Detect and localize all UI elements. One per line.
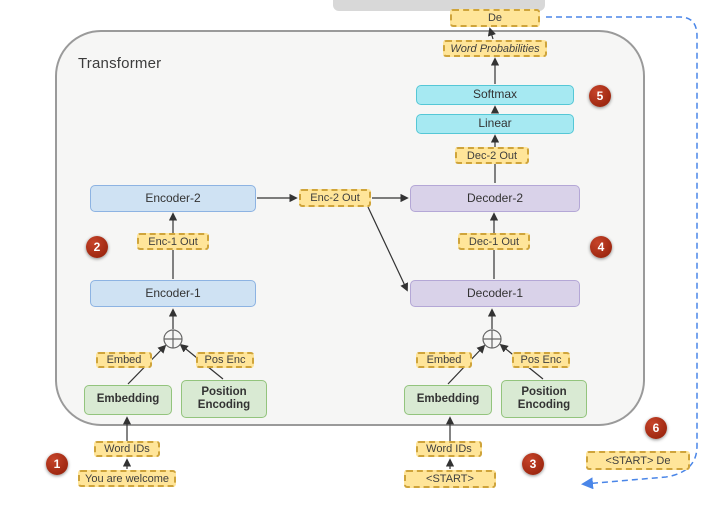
encoder-2-box: Encoder-2 — [90, 185, 256, 212]
step-5-badge: 5 — [589, 85, 611, 107]
position-encoding-right-box: Position Encoding — [501, 380, 587, 418]
softmax-box: Softmax — [416, 85, 574, 105]
embedding-right-box: Embedding — [404, 385, 492, 415]
diagram-title: Transformer — [78, 55, 162, 72]
step-6-badge: 6 — [645, 417, 667, 439]
word-ids-right-sticky: Word IDs — [416, 441, 482, 457]
pos-enc-left-sticky: Pos Enc — [196, 352, 254, 368]
cropped-toolbar-fragment — [333, 0, 545, 11]
word-probabilities-sticky: Word Probabilities — [443, 40, 547, 57]
start-de-sticky: <START> De — [586, 451, 690, 470]
dec2-out-sticky: Dec-2 Out — [455, 147, 529, 164]
step-1-badge: 1 — [46, 453, 68, 475]
step-3-badge: 3 — [522, 453, 544, 475]
dec1-out-sticky: Dec-1 Out — [458, 233, 530, 250]
input-sentence-sticky: You are welcome — [78, 470, 176, 487]
step-2-badge: 2 — [86, 236, 108, 258]
decoder-output-sticky: De — [450, 9, 540, 27]
enc1-out-sticky: Enc-1 Out — [137, 233, 209, 250]
position-encoding-left-box: Position Encoding — [181, 380, 267, 418]
decoder-1-box: Decoder-1 — [410, 280, 580, 307]
decoder-2-box: Decoder-2 — [410, 185, 580, 212]
enc2-out-sticky: Enc-2 Out — [299, 189, 371, 207]
pos-enc-right-sticky: Pos Enc — [512, 352, 570, 368]
embedding-left-box: Embedding — [84, 385, 172, 415]
embed-right-sticky: Embed — [416, 352, 472, 368]
word-ids-left-sticky: Word IDs — [94, 441, 160, 457]
embed-left-sticky: Embed — [96, 352, 152, 368]
step-4-badge: 4 — [590, 236, 612, 258]
start-token-sticky: <START> — [404, 470, 496, 488]
encoder-1-box: Encoder-1 — [90, 280, 256, 307]
linear-box: Linear — [416, 114, 574, 134]
